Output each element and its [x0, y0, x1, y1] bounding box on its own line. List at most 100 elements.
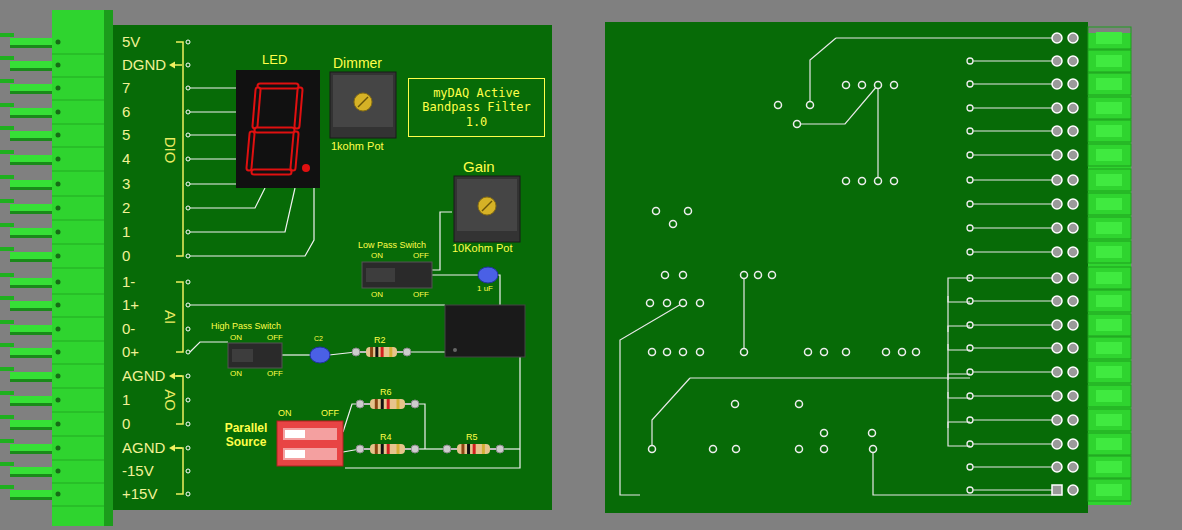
terminal-groove — [52, 171, 104, 172]
pad-square — [1052, 485, 1062, 495]
via — [733, 446, 740, 453]
pad — [1052, 33, 1062, 43]
silkscreen-label: OFF — [267, 333, 283, 342]
terminal-cell — [1088, 479, 1131, 501]
resistor-symbol — [356, 444, 419, 454]
terminal-groove — [52, 506, 104, 507]
terminal-tab — [0, 320, 14, 324]
terminal-face — [1096, 198, 1122, 210]
terminal-pin — [10, 348, 52, 355]
resistor-pad — [356, 445, 364, 453]
terminal-pin-shadow — [10, 259, 52, 262]
trace — [948, 440, 970, 446]
silkscreen-label: ON — [371, 290, 383, 299]
terminal-screw — [56, 398, 61, 403]
pad — [1052, 79, 1062, 89]
trace — [282, 354, 311, 355]
trace — [970, 419, 1052, 420]
pad — [1052, 247, 1062, 257]
terminal-groove — [52, 220, 104, 221]
trace — [970, 443, 1052, 444]
via — [680, 272, 687, 279]
trace — [190, 342, 228, 352]
pad — [1068, 33, 1078, 43]
trace — [190, 158, 236, 159]
terminal-pin-shadow — [10, 45, 52, 48]
terminal-groove — [52, 364, 104, 365]
via — [913, 349, 920, 356]
pin-pad — [186, 422, 190, 426]
via — [967, 105, 973, 111]
terminal-pin — [10, 372, 52, 379]
trace — [970, 107, 1052, 108]
terminal-label: 0 — [122, 247, 130, 264]
terminal-pin — [10, 204, 52, 211]
via — [967, 58, 973, 64]
via — [805, 349, 812, 356]
trace — [810, 38, 836, 105]
terminal-pin-shadow — [10, 285, 52, 288]
pad — [1068, 79, 1078, 89]
pad — [1052, 273, 1062, 283]
terminal-tab — [0, 247, 14, 251]
display-segment-core — [249, 134, 252, 168]
terminal-screw — [56, 446, 61, 451]
terminal-tab — [0, 273, 14, 277]
terminal-pin — [10, 131, 52, 138]
resistor-band — [397, 399, 400, 409]
terminal-pin — [10, 420, 52, 427]
via — [685, 208, 692, 215]
terminal-body — [52, 10, 106, 526]
trace — [190, 111, 236, 112]
silkscreen-label: R6 — [380, 387, 392, 397]
silkscreen-label: Parallel Source — [214, 422, 278, 450]
pad — [1052, 296, 1062, 306]
silkscreen-label: OFF — [413, 251, 429, 260]
terminal-cell — [1088, 217, 1131, 239]
pad — [1068, 391, 1078, 401]
trace — [190, 188, 314, 256]
terminal-label: 5V — [122, 33, 140, 50]
pad — [1052, 223, 1062, 233]
terminal-label: 7 — [122, 79, 130, 96]
terminal-pin-shadow — [10, 138, 52, 141]
resistor-band — [375, 347, 378, 357]
trace — [948, 278, 970, 284]
trace — [970, 324, 1052, 325]
pad — [1068, 126, 1078, 136]
display-segment — [249, 134, 252, 168]
terminal-groove — [52, 147, 104, 148]
pin-pad — [186, 492, 190, 496]
via — [769, 272, 776, 279]
terminal-pin-shadow — [10, 332, 52, 335]
terminal-cell — [1088, 144, 1131, 166]
resistor-band — [387, 399, 390, 409]
trace — [836, 37, 1052, 38]
via — [967, 464, 973, 470]
via — [664, 300, 671, 307]
resistor-band — [381, 399, 384, 409]
pad — [1068, 367, 1078, 377]
group-label: AO — [161, 389, 178, 411]
resistor-body — [366, 347, 397, 357]
resistor-pad — [411, 445, 419, 453]
pad — [1068, 247, 1078, 257]
dip-slot — [283, 448, 337, 460]
terminal-cell — [1088, 290, 1131, 312]
terminal-cell — [1088, 314, 1131, 336]
via — [967, 322, 973, 328]
terminal-screw — [56, 350, 61, 355]
trace — [690, 377, 970, 378]
silkscreen-label: ON — [230, 333, 242, 342]
trace — [948, 422, 970, 428]
terminal-cell — [1088, 50, 1131, 72]
display-segment-core — [260, 85, 296, 88]
terminal-groove — [52, 268, 104, 269]
trace — [407, 351, 445, 352]
via — [647, 300, 654, 307]
terminal-label: 1 — [122, 391, 130, 408]
trace — [970, 251, 1052, 252]
trace — [190, 304, 445, 305]
pin-pad — [186, 303, 190, 307]
